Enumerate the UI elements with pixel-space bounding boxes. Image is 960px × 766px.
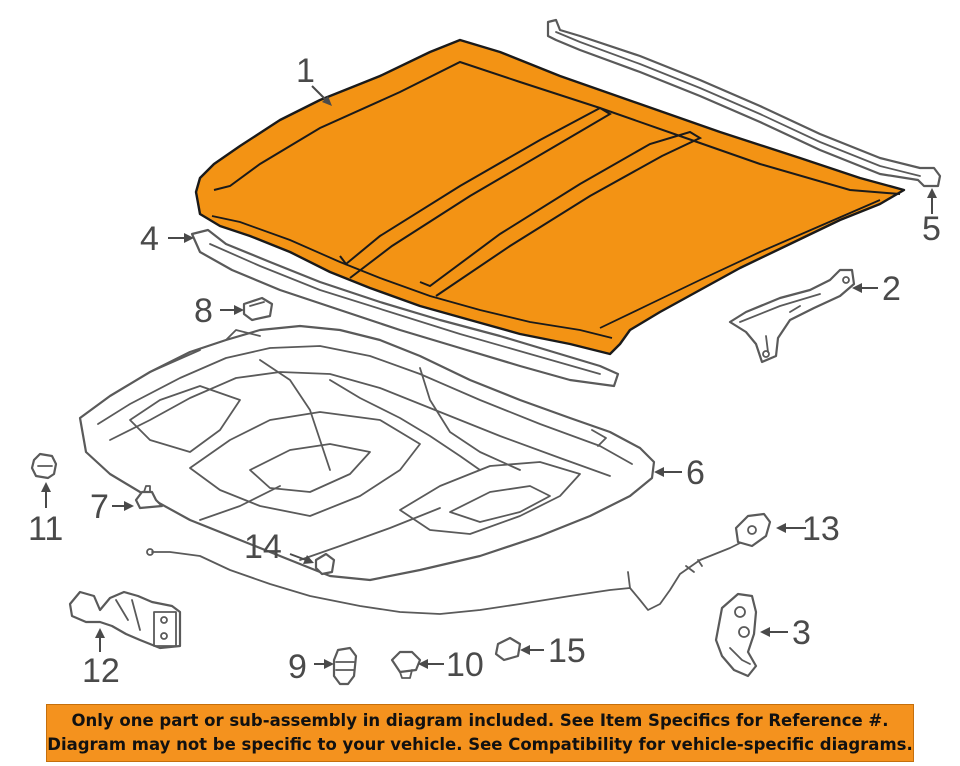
callout-8: 8 (194, 292, 213, 330)
part-8-clip (242, 296, 274, 322)
callout-2: 2 (882, 270, 901, 308)
callout-5: 5 (922, 210, 941, 248)
part-4-front-seal (190, 228, 620, 388)
disclaimer-line-1: Only one part or sub-assembly in diagram… (71, 711, 889, 730)
callout-6: 6 (686, 454, 705, 492)
part-10-grommet (390, 650, 422, 679)
part-12-hood-hinge (68, 590, 182, 650)
release-cable (146, 539, 747, 615)
callout-10: 10 (446, 646, 484, 684)
callout-13: 13 (802, 510, 840, 548)
part-1-hood (194, 38, 906, 356)
part-3-hood-latch (714, 592, 758, 678)
part-7-bumper (134, 485, 164, 510)
callout-14: 14 (244, 528, 282, 566)
disclaimer-banner: Only one part or sub-assembly in diagram… (46, 704, 914, 762)
part-5-seal-strip (546, 18, 942, 188)
part-6-inner-panel (78, 324, 656, 582)
callout-9: 9 (288, 648, 307, 686)
callout-15: 15 (548, 632, 586, 670)
callout-11: 11 (28, 510, 63, 548)
callout-4: 4 (140, 220, 159, 258)
part-11-push-clip (30, 452, 58, 480)
part-9-bumper (332, 646, 358, 686)
callout-7: 7 (90, 488, 109, 526)
part-15-clip-nut (494, 636, 522, 662)
part-13-cable-bracket (734, 512, 772, 548)
leader-lines (41, 85, 937, 669)
disclaimer-line-2: Diagram may not be specific to your vehi… (47, 735, 913, 754)
callout-3: 3 (792, 614, 811, 652)
callout-12: 12 (82, 652, 120, 690)
part-14-cable-clip (314, 552, 336, 576)
callout-1: 1 (296, 52, 315, 90)
callouts: 1 2 3 4 5 6 7 8 9 10 11 12 13 14 15 (28, 52, 941, 690)
part-2-hinge-bracket (728, 268, 856, 364)
